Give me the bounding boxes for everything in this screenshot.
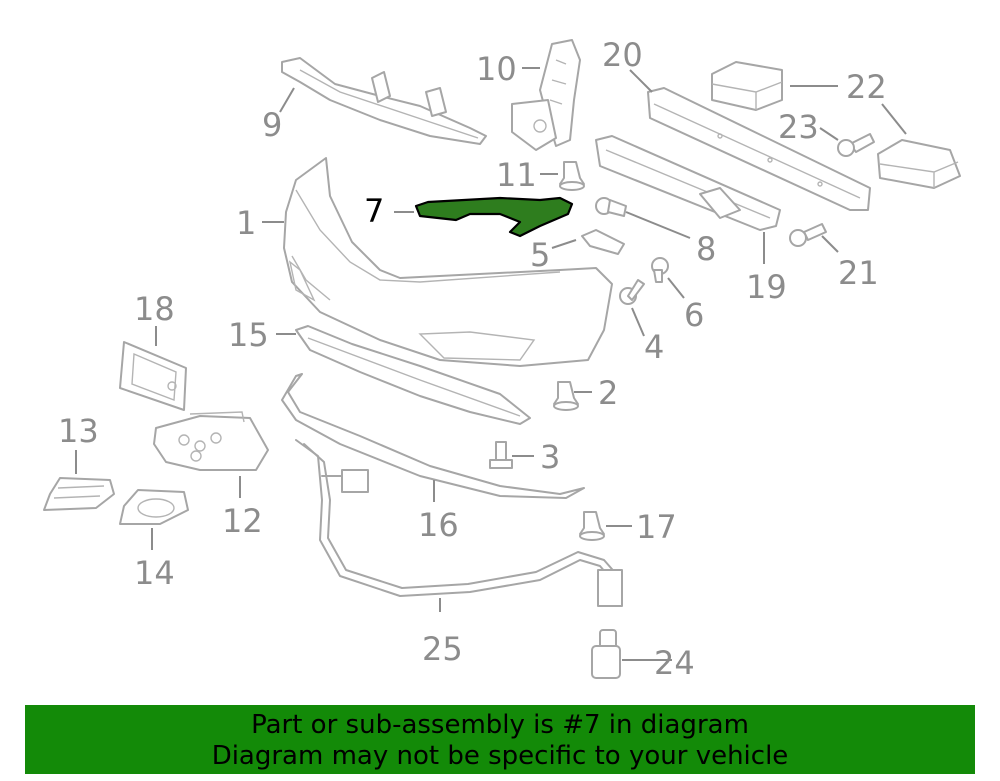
callout-1: 1	[236, 204, 256, 242]
part-4-screw	[619, 279, 645, 305]
callout-9: 9	[262, 106, 282, 144]
part-21-bolt	[789, 223, 827, 247]
part-14-fog-bezel	[119, 489, 189, 525]
part-20-reinforcement-beam	[647, 87, 871, 211]
callout-8: 8	[696, 230, 716, 268]
part-9-upper-support	[281, 57, 487, 145]
callout-labels: 1 2 3 4 5 6 7 8 9 10 11 12 13 14 15 16 1…	[58, 36, 887, 682]
part-11-clip	[559, 161, 585, 191]
info-banner: Part or sub-assembly is #7 in diagram Di…	[25, 705, 975, 774]
callout-23: 23	[778, 108, 819, 146]
part-19-absorber	[595, 135, 781, 231]
part-7-bracket-highlighted	[414, 196, 574, 238]
part-18-license-bracket	[119, 341, 187, 411]
part-5-bracket	[581, 229, 625, 255]
callout-10: 10	[476, 50, 517, 88]
banner-line-1: Part or sub-assembly is #7 in diagram	[251, 710, 749, 740]
callout-17: 17	[636, 508, 677, 546]
part-10-bracket	[511, 39, 581, 151]
part-8-bolt	[595, 197, 627, 217]
callout-19: 19	[746, 268, 787, 306]
part-22-absorbers	[711, 61, 961, 189]
callout-22: 22	[846, 68, 887, 106]
part-2-clip	[553, 381, 579, 411]
callout-25: 25	[422, 630, 463, 668]
callout-13: 13	[58, 412, 99, 450]
callout-24: 24	[654, 644, 695, 682]
part-15-lower-panel	[295, 325, 531, 425]
part-24-sensor	[591, 629, 621, 679]
part-1-bumper-cover	[283, 157, 613, 367]
part-23-bolt	[837, 133, 875, 157]
part-6-screw	[651, 257, 669, 283]
callout-7-highlighted: 7	[364, 192, 384, 230]
part-3-bolt	[489, 441, 513, 469]
callout-5: 5	[530, 236, 550, 274]
callout-11: 11	[496, 156, 537, 194]
part-12-fog-housing	[153, 411, 269, 471]
callout-6: 6	[684, 296, 704, 334]
callout-14: 14	[134, 554, 175, 592]
part-13-grille	[43, 477, 115, 511]
callout-4: 4	[644, 328, 664, 366]
leader-lines	[75, 67, 907, 661]
callout-2: 2	[598, 374, 618, 412]
callout-3: 3	[540, 438, 560, 476]
part-16-lip-spoiler	[281, 373, 585, 499]
part-17-clip	[579, 511, 605, 541]
callout-16: 16	[418, 506, 459, 544]
part-25-wire-harness	[295, 439, 623, 607]
banner-line-2: Diagram may not be specific to your vehi…	[211, 741, 789, 771]
callout-12: 12	[222, 502, 263, 540]
callout-15: 15	[228, 316, 269, 354]
callout-18: 18	[134, 290, 175, 328]
parts-diagram: 1 2 3 4 5 6 7 8 9 10 11 12 13 14 15 16 1…	[43, 36, 961, 682]
callout-21: 21	[838, 254, 879, 292]
callout-20: 20	[602, 36, 643, 74]
